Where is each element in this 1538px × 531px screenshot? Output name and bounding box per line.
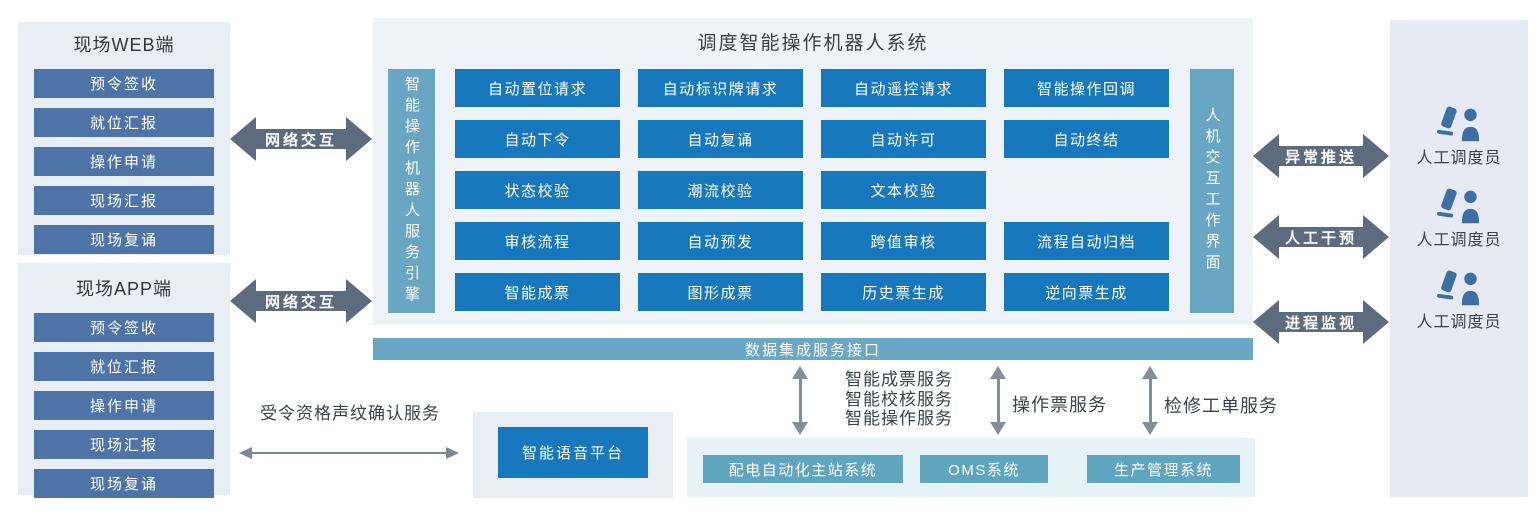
robot-system-title: 调度智能操作机器人系统: [697, 33, 929, 54]
arrow-down-head-icon: [792, 422, 808, 435]
arrow-left-head-icon: [1253, 215, 1279, 259]
arrow-left-head-icon: [239, 447, 252, 459]
field-app-panel: 现场APP端 预令签收 就位汇报 操作申请 现场汇报 现场复诵: [18, 263, 230, 498]
arrow-down-head-icon: [990, 422, 1006, 435]
grid-cell: 流程自动归档: [1004, 222, 1169, 260]
manual-intervention-label: 人工干预: [1279, 227, 1363, 247]
process-monitor-label: 进程监视: [1279, 312, 1363, 332]
dispatcher-group: 人工调度员: [1390, 188, 1528, 250]
grid-cell: 逆向票生成: [1004, 273, 1169, 311]
arrow-line: [798, 379, 802, 422]
arrow-right-head-icon: [446, 447, 459, 459]
grid-cell: 自动下令: [455, 120, 620, 158]
service-label: 智能成票服务: [845, 370, 953, 389]
external-systems-container: 配电自动化主站系统 OMS系统 生产管理系统: [687, 438, 1255, 497]
grid-cell: 自动遥控请求: [821, 69, 986, 107]
network-arrow-web-label: 网络交互: [256, 129, 346, 149]
field-web-panel: 现场WEB端 预令签收 就位汇报 操作申请 现场汇报 现场复诵: [18, 22, 230, 255]
service-label: 智能操作服务: [845, 409, 953, 428]
exception-push-arrow: 异常推送: [1253, 134, 1389, 178]
arrow-right-head-icon: [1363, 134, 1389, 178]
grid-cell: 自动复诵: [638, 120, 803, 158]
app-item-operation-request: 操作申请: [34, 391, 214, 420]
grid-cell: 智能操作回调: [1004, 69, 1169, 107]
network-arrow-app-label: 网络交互: [256, 291, 346, 311]
grid-cell: 图形成票: [638, 273, 803, 311]
arrow-up-head-icon: [792, 366, 808, 379]
web-item-operation-request: 操作申请: [34, 147, 214, 176]
hmi-interface-bar: 人机交互工作界面: [1190, 69, 1234, 313]
app-item-pre-order-sign: 预令签收: [34, 313, 214, 342]
arrow-up-head-icon: [1142, 366, 1158, 379]
network-arrow-app: 网络交互: [230, 279, 372, 323]
arrow-left-head-icon: [230, 279, 256, 323]
field-app-panel-title: 现场APP端: [75, 279, 173, 299]
app-item-in-place-report: 就位汇报: [34, 352, 214, 381]
arrow-right-head-icon: [346, 117, 372, 161]
arrow-right-head-icon: [1363, 215, 1389, 259]
arrow-line: [1148, 379, 1152, 422]
grid-cell: 自动终结: [1004, 120, 1169, 158]
web-item-pre-order-sign: 预令签收: [34, 69, 214, 98]
function-grid: 自动置位请求 自动标识牌请求 自动遥控请求 智能操作回调 自动下令 自动复诵 自…: [455, 69, 1169, 311]
grid-cell: 历史票生成: [821, 273, 986, 311]
robot-system-panel: 调度智能操作机器人系统 智能操作机器人服务引擎 人机交互工作界面 自动置位请求 …: [373, 18, 1253, 325]
grid-cell: 审核流程: [455, 222, 620, 260]
maintenance-order-service-label: 检修工单服务: [1164, 396, 1278, 416]
web-item-site-report: 现场汇报: [34, 186, 214, 215]
service-label: 智能校核服务: [845, 389, 953, 409]
grid-cell: 状态校验: [455, 171, 620, 209]
arrow-right-head-icon: [1363, 300, 1389, 344]
voice-platform-container: 智能语音平台: [473, 412, 673, 498]
arrow-left-head-icon: [1253, 134, 1279, 178]
dispatcher-panel: 人工调度员 人工调度员 人工调度员: [1390, 20, 1528, 497]
web-item-site-repeat: 现场复诵: [34, 225, 214, 254]
arrow-left-head-icon: [230, 117, 256, 161]
grid-cell: 文本校验: [821, 171, 986, 209]
app-item-site-repeat: 现场复诵: [34, 469, 214, 498]
grid-cell: 自动置位请求: [455, 69, 620, 107]
grid-cell: 自动许可: [821, 120, 986, 158]
arrow-line: [252, 451, 446, 455]
dispatcher-group: 人工调度员: [1390, 106, 1528, 168]
dispatcher-label: 人工调度员: [1416, 232, 1502, 249]
arrow-down-head-icon: [1142, 422, 1158, 435]
operator-at-desk-icon: [1437, 270, 1480, 306]
production-management-system-box: 生产管理系统: [1087, 455, 1240, 483]
data-integration-bar: 数据集成服务接口: [373, 338, 1253, 360]
network-arrow-web: 网络交互: [230, 117, 372, 161]
operation-ticket-arrow: [990, 366, 1006, 435]
arrow-right-head-icon: [346, 279, 372, 323]
intelligent-services-labels: 智能成票服务 智能校核服务 智能操作服务: [845, 370, 953, 429]
arrow-line: [996, 379, 1000, 422]
voiceprint-service-arrow: [239, 446, 459, 460]
maintenance-order-arrow: [1142, 366, 1158, 435]
operator-at-desk-icon: [1437, 188, 1480, 224]
manual-intervention-arrow: 人工干预: [1253, 215, 1389, 259]
service-engine-bar: 智能操作机器人服务引擎: [388, 69, 435, 313]
dispatcher-label: 人工调度员: [1416, 314, 1502, 331]
ticket-service-arrow: [792, 366, 808, 435]
arrow-up-head-icon: [990, 366, 1006, 379]
web-item-in-place-report: 就位汇报: [34, 108, 214, 137]
distribution-automation-system-box: 配电自动化主站系统: [703, 455, 903, 483]
exception-push-label: 异常推送: [1279, 146, 1363, 166]
process-monitor-arrow: 进程监视: [1253, 300, 1389, 344]
operation-ticket-service-label: 操作票服务: [1012, 395, 1107, 415]
field-web-panel-title: 现场WEB端: [73, 35, 175, 55]
grid-cell: 智能成票: [455, 273, 620, 311]
voiceprint-service-label: 受令资格声纹确认服务: [260, 404, 440, 423]
grid-cell: 自动标识牌请求: [638, 69, 803, 107]
dispatcher-label: 人工调度员: [1416, 150, 1502, 167]
grid-cell: 跨值审核: [821, 222, 986, 260]
dispatcher-group: 人工调度员: [1390, 270, 1528, 332]
voice-platform-box: 智能语音平台: [498, 427, 648, 478]
arrow-left-head-icon: [1253, 300, 1279, 344]
oms-system-box: OMS系统: [920, 455, 1048, 483]
grid-cell: 自动预发: [638, 222, 803, 260]
app-item-site-report: 现场汇报: [34, 430, 214, 459]
grid-cell: 潮流校验: [638, 171, 803, 209]
operator-at-desk-icon: [1437, 106, 1480, 142]
